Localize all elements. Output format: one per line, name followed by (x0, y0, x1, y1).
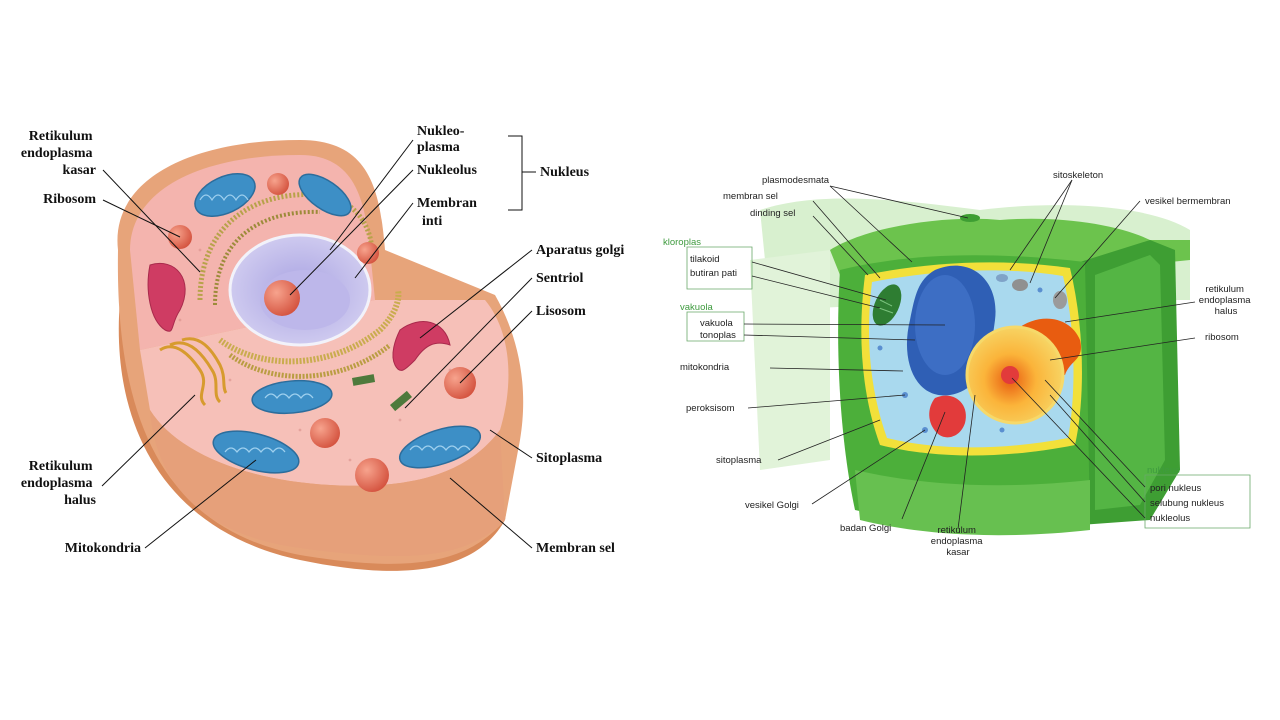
animal-cell-illustration (117, 140, 524, 571)
label-retikulum-halus: Retikulum endoplasma halus (21, 459, 97, 508)
animal-labels: Retikulum endoplasma kasar Ribosom Retik… (21, 124, 624, 556)
label-sentriol: Sentriol (536, 271, 584, 286)
label-nukleolus: Nukleolus (417, 163, 477, 178)
label-membran-sel: Membran sel (536, 541, 615, 556)
label-membran-sel: membran sel (723, 191, 778, 202)
label-tonoplas: tonoplas (700, 330, 736, 341)
label-butiran-pati: butiran pati (690, 268, 737, 279)
label-badan-golgi: badan Golgi (840, 523, 891, 534)
label-tilakoid: tilakoid (690, 254, 720, 265)
plant-leader-lines (686, 179, 1251, 530)
label-mitokondria: mitokondria (680, 362, 730, 373)
label-retikulum-halus: retikulum endoplasma halus (1199, 284, 1253, 317)
label-nukleoplasma: Nukleo- plasma (417, 124, 468, 155)
label-sitoplasma: sitoplasma (716, 455, 762, 466)
label-sitoskeleton: sitoskeleton (1053, 170, 1103, 181)
label-aparatus-golgi: Aparatus golgi (536, 243, 624, 258)
plant-labels: plasmodesmata membran sel dinding sel kl… (663, 170, 1253, 558)
label-nukleolus: nukleolus (1150, 513, 1190, 524)
label-nukleus-group: nukleus (1147, 465, 1180, 476)
label-vesikel-bermembran: vesikel bermembran (1145, 196, 1231, 207)
animal-leader-lines (101, 135, 536, 549)
label-dinding-sel: dinding sel (750, 208, 795, 219)
label-membran-inti: Membran inti (417, 196, 480, 229)
label-sitoplasma: Sitoplasma (536, 451, 602, 466)
label-retikulum-kasar: Retikulum endoplasma kasar (21, 129, 96, 178)
label-pori-nukleus: pori nukleus (1150, 483, 1201, 494)
label-ribosom: ribosom (1205, 332, 1239, 343)
label-vakuola-group: vakuola (680, 302, 713, 313)
label-plasmodesmata: plasmodesmata (762, 175, 830, 186)
label-selubung-nukleus: selubung nukleus (1150, 498, 1224, 509)
label-nukleus: Nukleus (540, 165, 590, 180)
label-ribosom: Ribosom (43, 192, 96, 207)
label-lisosom: Lisosom (536, 304, 586, 319)
label-vakuola: vakuola (700, 318, 733, 329)
label-retikulum-kasar: retikulum endoplasma kasar (931, 525, 985, 558)
label-kloroplas: kloroplas (663, 237, 701, 248)
label-mitokondria: Mitokondria (65, 541, 141, 556)
label-peroksisom: peroksisom (686, 403, 735, 414)
plant-cell-illustration (750, 198, 1190, 536)
label-vesikel-golgi: vesikel Golgi (745, 500, 799, 511)
